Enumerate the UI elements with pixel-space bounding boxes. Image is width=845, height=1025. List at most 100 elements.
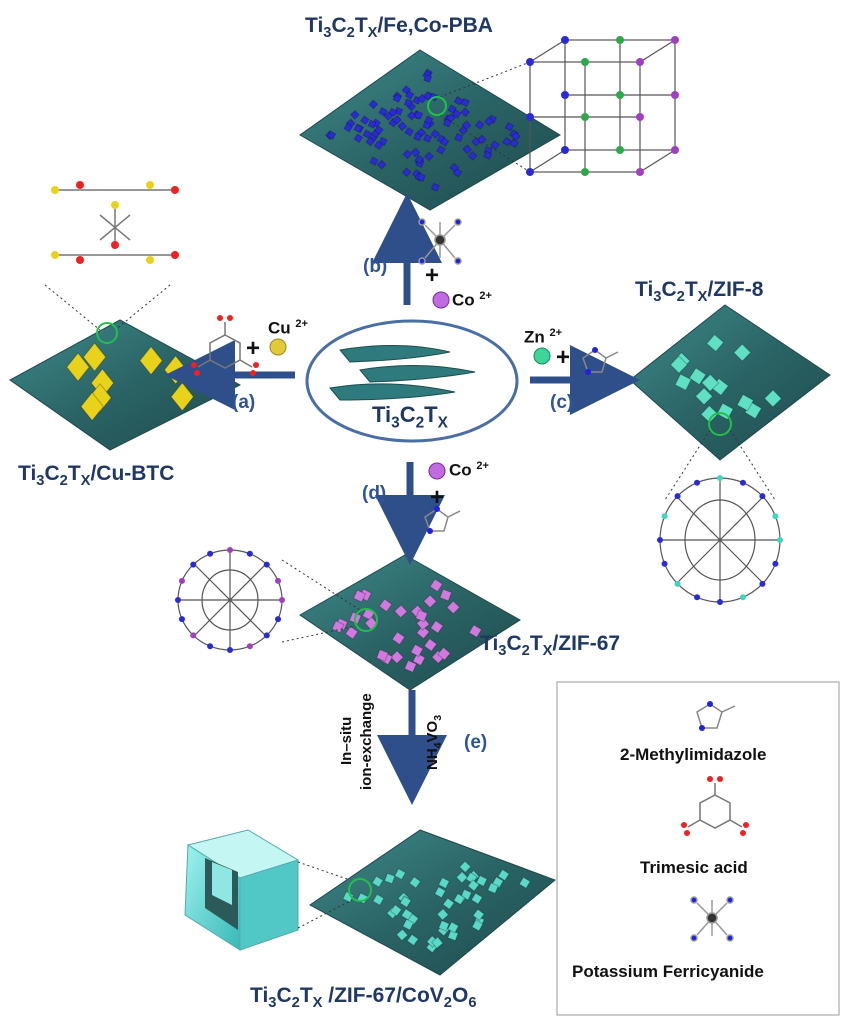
crystal (437, 876, 451, 890)
crystal (429, 619, 444, 634)
crystal (736, 393, 755, 412)
cage-node (759, 580, 766, 587)
crystal (403, 659, 418, 673)
crystal (383, 872, 396, 885)
crystal (378, 106, 388, 117)
lattice-node (581, 113, 589, 121)
crystal (700, 373, 720, 393)
structure-node (76, 181, 84, 189)
plus-sign: + (246, 335, 261, 362)
crystal (415, 609, 429, 623)
zif67-crystals (331, 578, 483, 673)
hollow-box-icon (184, 829, 300, 951)
co-ion-sphere (428, 462, 446, 480)
crystal (416, 172, 426, 182)
crystal (408, 876, 422, 889)
crystal (352, 589, 367, 603)
crystal (424, 151, 434, 162)
crystal (367, 119, 377, 129)
cu-ion-label: Cu 2+ (268, 318, 308, 338)
zif8-substrate (629, 304, 831, 461)
crystal (393, 868, 407, 881)
cage-node (227, 547, 233, 553)
crystal (399, 895, 412, 909)
crystal (395, 928, 409, 942)
crystal (383, 110, 394, 121)
crystal (369, 156, 379, 166)
crystal (353, 133, 364, 144)
crystal (470, 892, 484, 905)
legend-item-ferricyanide: Potassium Ferricyanide (572, 962, 764, 981)
cage-node (657, 537, 663, 543)
nh4vo3-label: NH4VO3 (424, 714, 444, 770)
cage-node (175, 597, 181, 603)
lattice-node (636, 168, 644, 176)
crystal (510, 131, 521, 142)
mxene-flakes-icon (329, 344, 476, 401)
cage-node (694, 479, 701, 486)
lattice-node (671, 91, 679, 99)
cage-node (777, 537, 783, 543)
ion-exchange-label: ion-exchange (358, 693, 375, 790)
zoom-line (114, 284, 171, 331)
btc-substrate (9, 319, 242, 451)
crystal (518, 876, 531, 889)
cage-node (190, 632, 197, 639)
cage-node (275, 577, 282, 584)
zoom-line (281, 624, 361, 643)
crystal (472, 908, 485, 922)
structure-node (171, 251, 179, 259)
co-ion-label: Co 2+ (452, 290, 492, 310)
crystal (706, 333, 725, 353)
crystal (430, 182, 440, 192)
pba-highlight-circle (427, 96, 447, 116)
crystal (400, 908, 414, 921)
cage-node (739, 594, 746, 601)
zif67-cage-nodes (175, 547, 285, 653)
crystal (453, 95, 464, 106)
zif8-cage-nodes (657, 475, 783, 605)
crystal (404, 126, 414, 137)
crystal (374, 125, 384, 135)
zoom-line (439, 61, 531, 98)
lattice-node (561, 36, 569, 44)
crystal (80, 391, 104, 422)
crystal (476, 134, 487, 145)
zoom-line (297, 899, 353, 929)
crystal (436, 646, 452, 661)
cage-node (772, 560, 779, 567)
legend-trimesic-acid-oxygens (681, 776, 749, 836)
structure-node (111, 201, 119, 209)
pba-lattice-icon (529, 39, 676, 173)
crystal (716, 402, 734, 421)
crystal (373, 140, 384, 151)
structure-node (171, 186, 179, 194)
step-label-c: (c) (550, 392, 574, 413)
crystal (412, 652, 426, 667)
structure-node (111, 241, 119, 249)
step-label-b: (b) (363, 256, 388, 277)
crystal (487, 882, 499, 895)
lattice-node (671, 146, 679, 154)
trimesic-acid-icon (197, 322, 253, 369)
plus-sign: + (430, 484, 445, 511)
crystal (393, 604, 408, 619)
structure-node (51, 251, 59, 259)
crystal (423, 73, 433, 83)
crystal (368, 99, 379, 110)
crystal (406, 933, 420, 947)
crystal (439, 588, 453, 602)
cage-node (694, 594, 701, 601)
in-situ-label: In–situ (338, 716, 355, 765)
crystal (454, 132, 464, 142)
btc-highlight-circle (96, 322, 118, 344)
crystal (674, 373, 692, 391)
crystal (413, 132, 423, 142)
crystal (362, 129, 372, 139)
crystal (430, 129, 441, 139)
crystal (397, 121, 408, 132)
legend-item-trimesic-acid: Trimesic acid (640, 858, 748, 877)
title-pba: Ti3C2TX/Fe,Co-PBA (305, 14, 493, 42)
crystal (455, 870, 469, 884)
